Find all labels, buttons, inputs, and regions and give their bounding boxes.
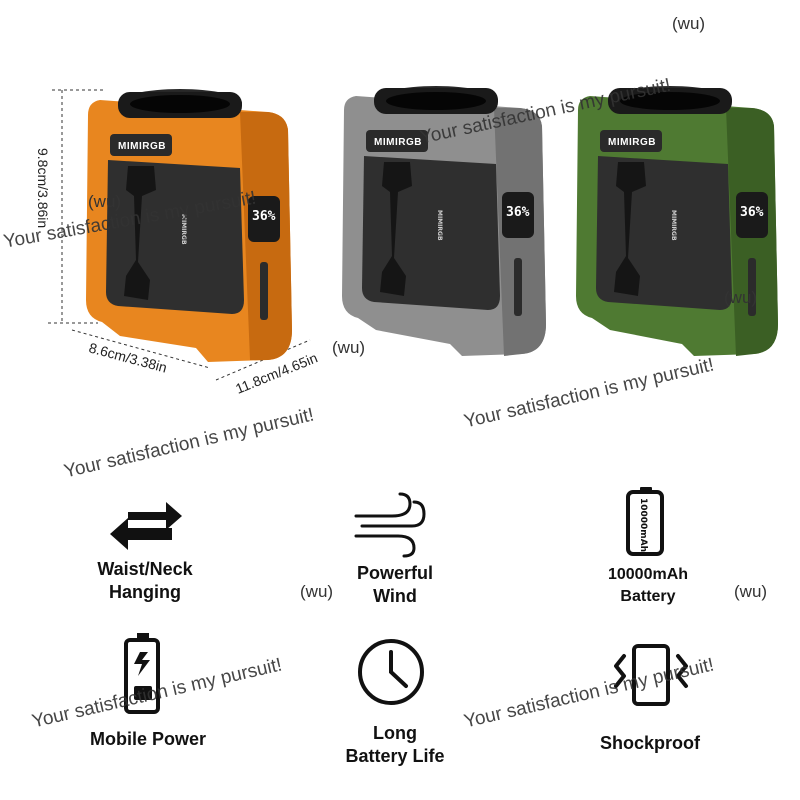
belt-clip <box>124 166 156 300</box>
side-slot <box>748 258 756 316</box>
feature-line2: Hanging <box>109 582 181 602</box>
watermark-tag: (wu) <box>724 288 758 307</box>
feature-line1: Shockproof <box>599 733 700 753</box>
belt-clip <box>380 162 412 296</box>
feature-line1: Mobile Power <box>89 729 206 749</box>
product-spec-label: MIMIRGB <box>436 210 443 241</box>
watermark-tag: (wu) <box>88 192 122 211</box>
battery-icon-text: 10000mAh <box>638 498 648 552</box>
belt-clip <box>614 162 646 296</box>
feature-mobile-power: Mobile Power <box>58 728 238 751</box>
dimension-lines <box>48 89 311 381</box>
brand-label: MIMIRGB <box>608 137 656 148</box>
battery-icon: 10000mAh <box>626 487 664 556</box>
brand-plate <box>110 134 172 156</box>
brand-label: MIMIRGB <box>374 137 422 148</box>
display-screen <box>736 192 768 238</box>
gray-fan-product: MIMIRGB 36% MIMIRGB <box>342 86 546 356</box>
watermark-tag: (wu) <box>734 582 768 601</box>
feature-line2: Battery <box>620 588 676 605</box>
green-fan-product: MIMIRGB 36% MIMIRGB <box>576 86 778 356</box>
wind-icon <box>354 492 426 558</box>
feature-line2: Wind <box>373 586 417 606</box>
feature-line1: 10000mAh <box>607 566 689 583</box>
fan-intake-hole <box>386 92 486 110</box>
brand-plate <box>600 130 662 152</box>
width-label: 8.6cm/3.38in <box>87 339 169 375</box>
watermark-tag: (wu) <box>300 582 334 601</box>
feature-waist-neck: Waist/Neck Hanging <box>60 558 230 604</box>
feature-battery: 10000mAh Battery <box>568 564 728 608</box>
product-spec-label: MIMIRGB <box>670 210 677 241</box>
watermark-tag: (wu) <box>332 338 366 357</box>
brand-label: MIMIRGB <box>118 141 166 152</box>
side-slot <box>260 262 268 320</box>
feature-line1: Waist/Neck <box>97 559 193 579</box>
clock-icon <box>358 639 424 705</box>
orange-fan-product: MIMIRGB 36% MIMIRGB <box>86 89 292 362</box>
vibrating-phone-icon <box>614 644 688 706</box>
feature-line2: Battery Life <box>345 746 445 766</box>
battery-readout: 36% <box>506 205 530 220</box>
battery-readout: 36% <box>252 209 276 224</box>
product-spec-label: MIMIRGB <box>180 214 187 245</box>
fan-intake-hole <box>130 95 230 113</box>
feature-battery-life: Long Battery Life <box>310 722 480 768</box>
feature-shockproof: Shockproof <box>570 732 730 755</box>
display-screen <box>502 192 534 238</box>
feature-line1: Long <box>373 723 417 743</box>
display-screen <box>248 196 280 242</box>
feature-wind: Powerful Wind <box>315 562 475 608</box>
brand-plate <box>366 130 428 152</box>
charging-phone-icon <box>124 633 160 714</box>
swap-arrows-icon <box>110 502 182 550</box>
feature-line1: Powerful <box>356 563 433 583</box>
side-slot <box>514 258 522 316</box>
watermark-tag: (wu) <box>672 14 706 33</box>
battery-readout: 36% <box>740 205 764 220</box>
height-label: 9.8cm/3.86in <box>35 148 51 228</box>
fan-intake-hole <box>620 92 720 110</box>
